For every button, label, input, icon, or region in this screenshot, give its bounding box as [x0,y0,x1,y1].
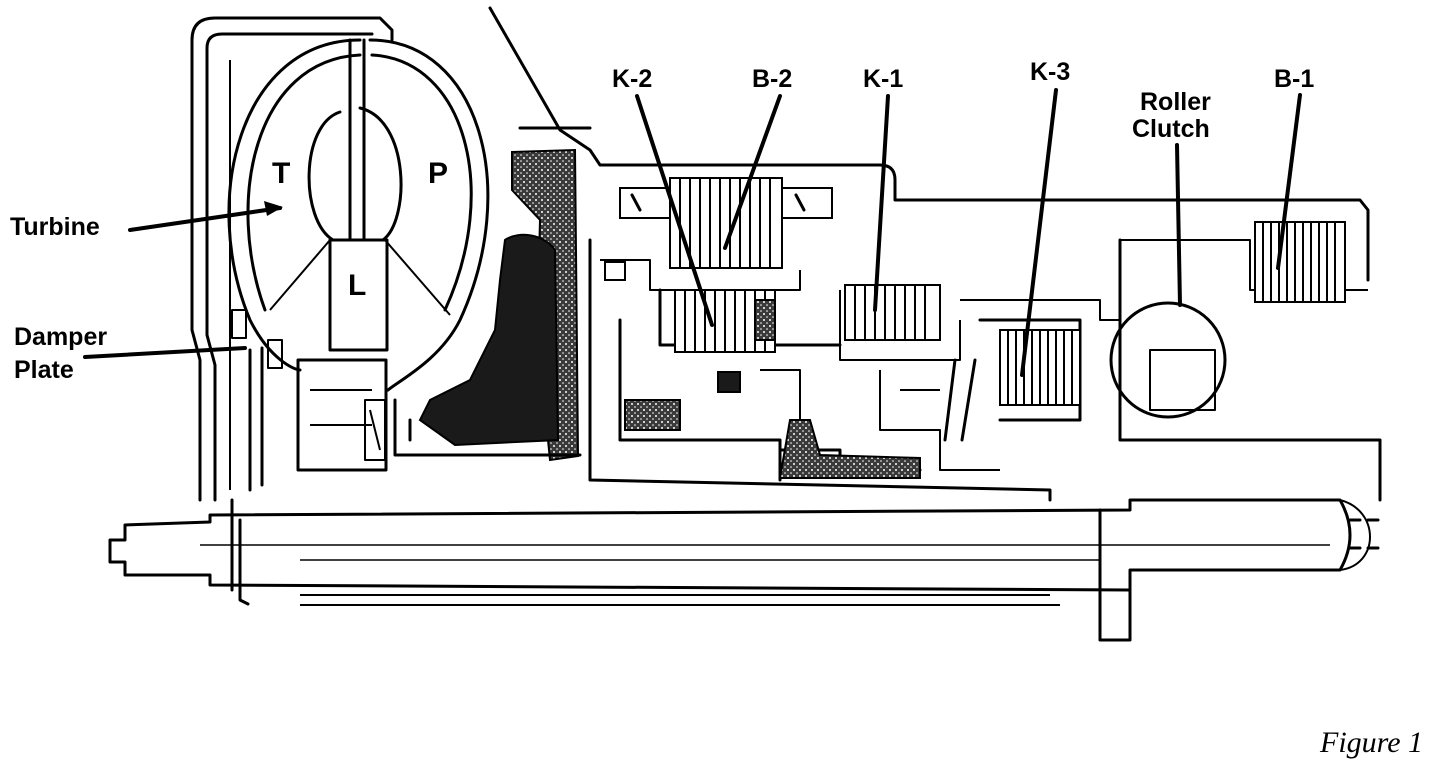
label-plate: Plate [14,356,74,384]
label-k1: K-1 [863,65,903,93]
main-shaft [108,498,1382,642]
roller-clutch-circle [1109,301,1227,419]
label-damper: Damper [14,323,107,351]
torus [227,38,490,392]
label-roller: Roller [1140,88,1211,116]
k3-plates [999,329,1081,406]
leader-lines [83,88,1302,377]
label-t: T [272,157,290,190]
label-k3: K-3 [1030,58,1070,86]
k1-plates [844,284,941,341]
label-turbine: Turbine [10,213,100,241]
k2-plates [674,289,776,353]
label-p: P [428,157,448,190]
damper-area [231,309,283,492]
label-b1: B-1 [1274,65,1314,93]
b1-plates [1254,221,1346,303]
label-l: L [348,269,366,302]
stator [296,238,389,472]
label-k2: K-2 [612,65,652,93]
clutch-packs [619,177,1346,406]
label-clutch: Clutch [1132,115,1210,143]
b2-plates [619,177,833,269]
figure-caption: Figure 1 [1319,726,1423,759]
label-b2: B-2 [752,65,792,93]
labels: K-2 B-2 K-1 K-3 Roller Clutch B-1 Turbin… [10,58,1314,384]
pump-housing [393,6,1370,462]
